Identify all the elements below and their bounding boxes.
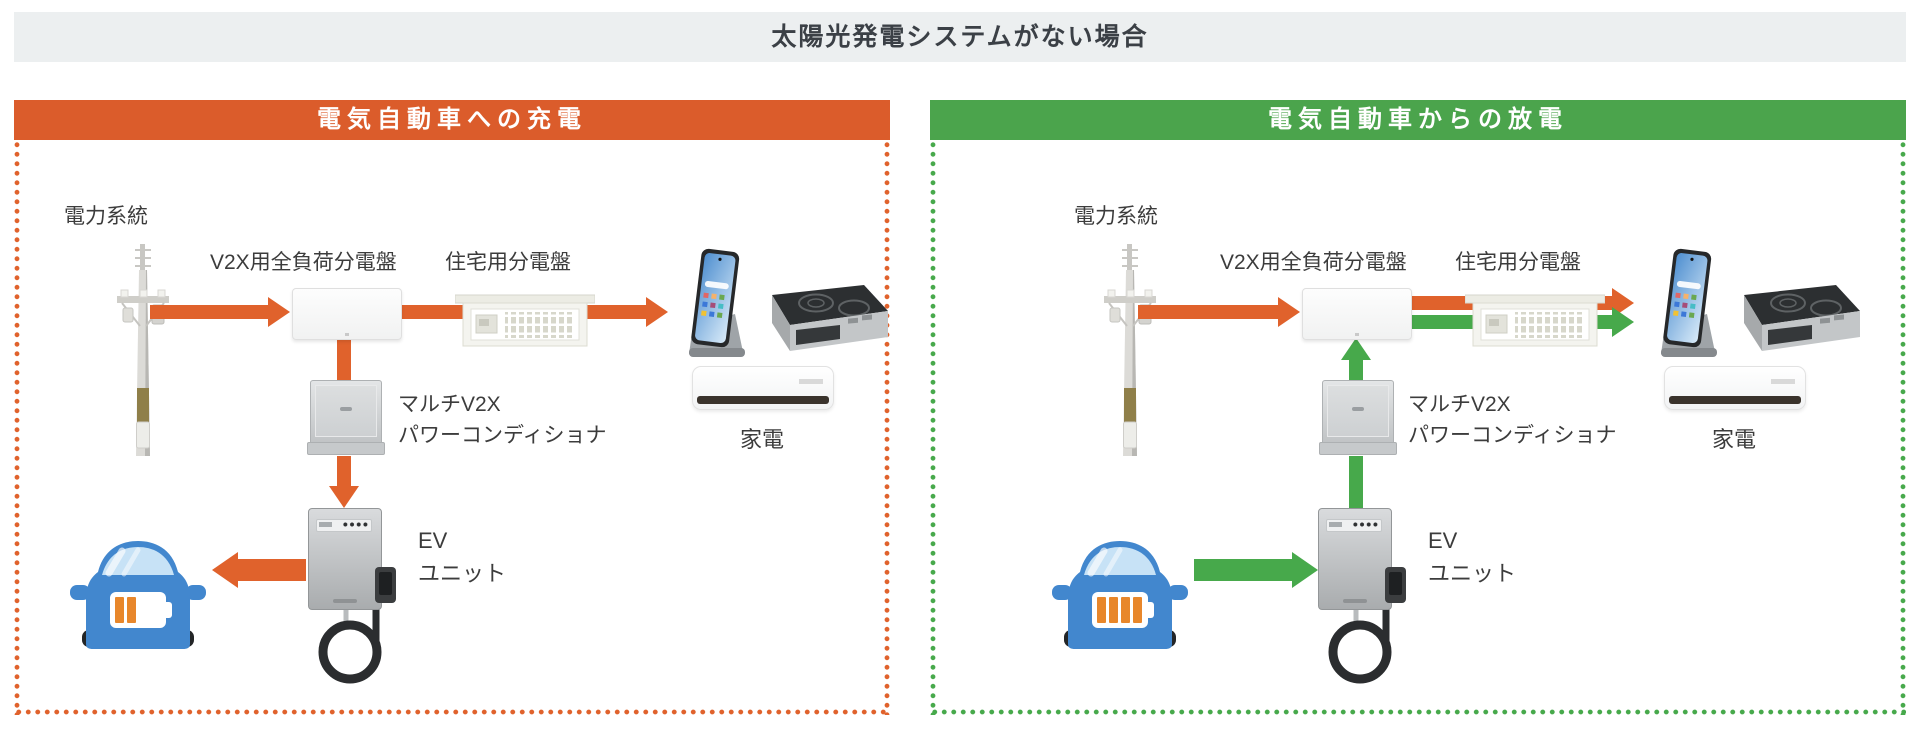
- ev-unit-vent: [333, 599, 357, 603]
- arrow-car-to-ev-unit: [1194, 559, 1292, 581]
- ev-car-icon: [70, 541, 206, 649]
- battery-level-bars: [115, 597, 161, 623]
- power-grid-label: 電力系統: [64, 205, 148, 228]
- battery-level-bars: [1097, 597, 1143, 623]
- power-grid-label: 電力系統: [1074, 205, 1158, 228]
- battery-bar: [127, 597, 136, 623]
- utility-pole-icon: [117, 244, 169, 456]
- line-v2x-to-conditioner: [337, 337, 351, 382]
- appliances-label: 家電: [1711, 427, 1756, 452]
- battery-icon: [110, 592, 172, 628]
- smartphone-icon: [1661, 248, 1717, 357]
- arrow-grid-to-v2x: [1138, 305, 1278, 319]
- battery-bar: [1121, 597, 1130, 623]
- battery-bar: [1109, 597, 1118, 623]
- ev-unit-label-line1: EV: [1428, 528, 1458, 553]
- ev-unit-label: EV ユニット: [1428, 524, 1516, 590]
- power-conditioner-label-line1: マルチV2X: [398, 393, 501, 416]
- power-conditioner-icon: [1319, 380, 1397, 455]
- v2x-board-label: V2X用全負荷分電盤: [210, 251, 397, 274]
- charge-panel-border-bottom: [14, 709, 890, 715]
- arrow-conditioner-to-ev-unit: [337, 456, 351, 486]
- battery-bar: [115, 597, 124, 623]
- air-conditioner-icon: [1664, 366, 1806, 410]
- power-conditioner-label-line2: パワーコンディショナ: [1408, 424, 1617, 447]
- battery-bar: [1133, 597, 1142, 623]
- smartphone-icon: [689, 248, 745, 357]
- battery-bar: [1097, 597, 1106, 623]
- ev-unit-vent: [1343, 599, 1367, 603]
- battery-icon: [1092, 592, 1154, 628]
- discharge-panel-border-right: [1900, 140, 1906, 715]
- cooktop-icon: [772, 285, 888, 351]
- house-board-icon: [1465, 294, 1605, 347]
- power-conditioner-base: [1319, 442, 1397, 455]
- ev-unit-label: EV ユニット: [418, 524, 506, 590]
- charging-cable-icon: [1328, 600, 1392, 684]
- line-ev-unit-to-conditioner: [1349, 456, 1363, 508]
- ev-unit-indicator: [316, 519, 372, 532]
- discharge-panel-border-left: [930, 140, 936, 715]
- house-board-icon: [455, 294, 595, 347]
- house-board-label: 住宅用分電盤: [1455, 251, 1581, 274]
- arrow-grid-to-v2x: [150, 305, 268, 319]
- charging-connector-holster: [1385, 567, 1406, 603]
- house-board-label: 住宅用分電盤: [445, 251, 571, 274]
- power-conditioner-icon: [307, 380, 385, 455]
- discharge-panel-border-bottom: [930, 709, 1906, 715]
- ev-unit-label-line2: ユニット: [418, 561, 507, 586]
- ev-unit-label-line2: ユニット: [1428, 561, 1517, 586]
- arrow-conditioner-to-v2x: [1349, 360, 1363, 380]
- discharge-panel: 電気自動車からの放電 電力系統 V2X用全負荷分電盤 住宅用分電盤: [930, 100, 1906, 715]
- v2x-board-icon: [1302, 288, 1412, 340]
- discharge-panel-header: 電気自動車からの放電: [930, 100, 1906, 140]
- page-title: 太陽光発電システムがない場合: [14, 12, 1906, 62]
- ev-unit-icon: [1318, 508, 1406, 610]
- charge-panel: 電気自動車への充電 電力系統 V2X用全負荷分電盤 住宅用分電盤: [14, 100, 890, 715]
- appliances-label: 家電: [739, 427, 784, 452]
- ev-unit-label-line1: EV: [418, 528, 448, 553]
- cooktop-icon: [1744, 285, 1860, 351]
- power-conditioner-label: マルチV2X パワーコンディショナ: [1408, 389, 1617, 451]
- charging-connector-holster: [375, 567, 396, 603]
- utility-pole-icon: [1104, 244, 1156, 456]
- charging-cable-icon: [318, 600, 382, 684]
- v2x-board-label: V2X用全負荷分電盤: [1220, 251, 1407, 274]
- ev-car-icon: [1052, 541, 1188, 649]
- v2x-board-icon: [292, 288, 402, 340]
- air-conditioner-icon: [692, 366, 834, 410]
- power-conditioner-label-line2: パワーコンディショナ: [398, 424, 607, 447]
- ev-unit-icon: [308, 508, 396, 610]
- power-conditioner-label-line1: マルチV2X: [1408, 393, 1511, 416]
- charge-panel-border-left: [14, 140, 20, 715]
- ev-unit-indicator: [1326, 519, 1382, 532]
- power-conditioner-label: マルチV2X パワーコンディショナ: [398, 389, 607, 451]
- power-conditioner-base: [307, 442, 385, 455]
- charge-panel-border-right: [884, 140, 890, 715]
- arrow-ev-unit-to-car: [238, 559, 306, 581]
- charge-panel-header: 電気自動車への充電: [14, 100, 890, 140]
